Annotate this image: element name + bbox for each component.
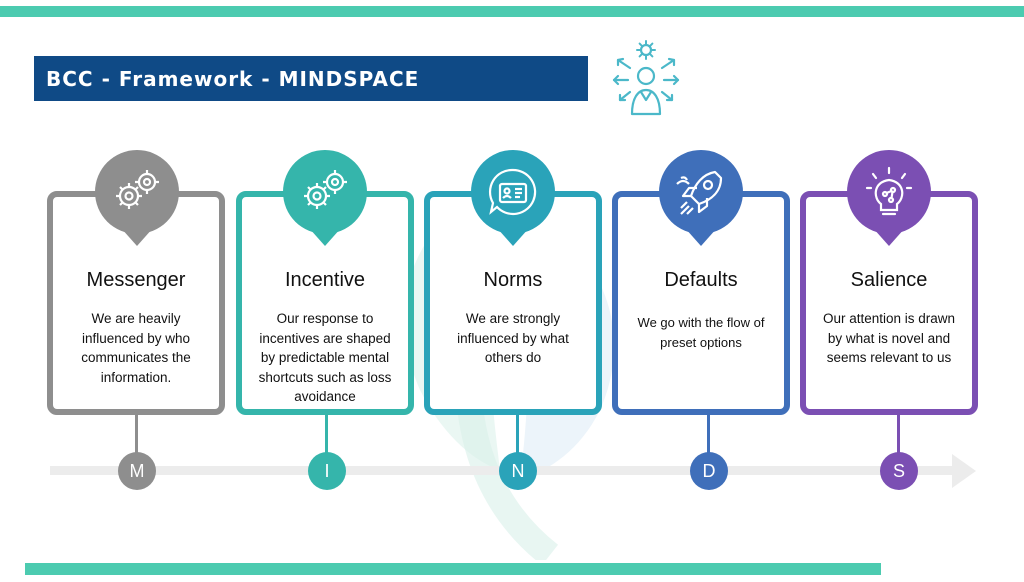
bottom-accent-bar <box>25 563 881 575</box>
pin-pointer <box>497 228 529 246</box>
title-banner: BCC - Framework - MINDSPACE <box>34 56 588 101</box>
stage-description: Our attention is drawn by what is novel … <box>822 311 956 365</box>
timeline-node-i: I <box>308 452 346 490</box>
person-with-gear-and-arrows-icon <box>612 40 680 116</box>
lightbulb-idea-icon <box>847 150 931 234</box>
timeline-node-n: N <box>499 452 537 490</box>
gears-icon <box>283 150 367 234</box>
timeline-stem <box>897 415 900 455</box>
timeline-arrowhead <box>952 454 976 488</box>
pin-pointer <box>873 228 905 246</box>
stage-title: Defaults <box>664 269 738 291</box>
timeline-node-d: D <box>690 452 728 490</box>
timeline-node-s: S <box>880 452 918 490</box>
pin-pointer <box>685 228 717 246</box>
stage-description: We go with the flow of preset options <box>637 315 765 350</box>
stage-title: Norms <box>483 269 543 291</box>
pin-pointer <box>121 228 153 246</box>
id-card-chat-icon <box>471 150 555 234</box>
stage-title: Messenger <box>86 269 186 291</box>
timeline-stem <box>135 415 138 455</box>
timeline-stem <box>325 415 328 455</box>
stage-description: We are heavily influenced by who communi… <box>81 311 191 385</box>
top-accent-bar <box>0 6 1024 17</box>
stage-title: Salience <box>850 269 928 291</box>
rocket-icon <box>659 150 743 234</box>
pin-pointer <box>309 228 341 246</box>
stage-description: We are strongly influenced by what other… <box>457 311 569 365</box>
page-title: BCC - Framework - MINDSPACE <box>46 66 420 91</box>
stage-title: Incentive <box>284 269 366 291</box>
stage-description: Our response to incentives are shaped by… <box>258 311 392 404</box>
gears-icon <box>95 150 179 234</box>
timeline-node-m: M <box>118 452 156 490</box>
timeline-stem <box>516 415 519 455</box>
timeline-stem <box>707 415 710 455</box>
